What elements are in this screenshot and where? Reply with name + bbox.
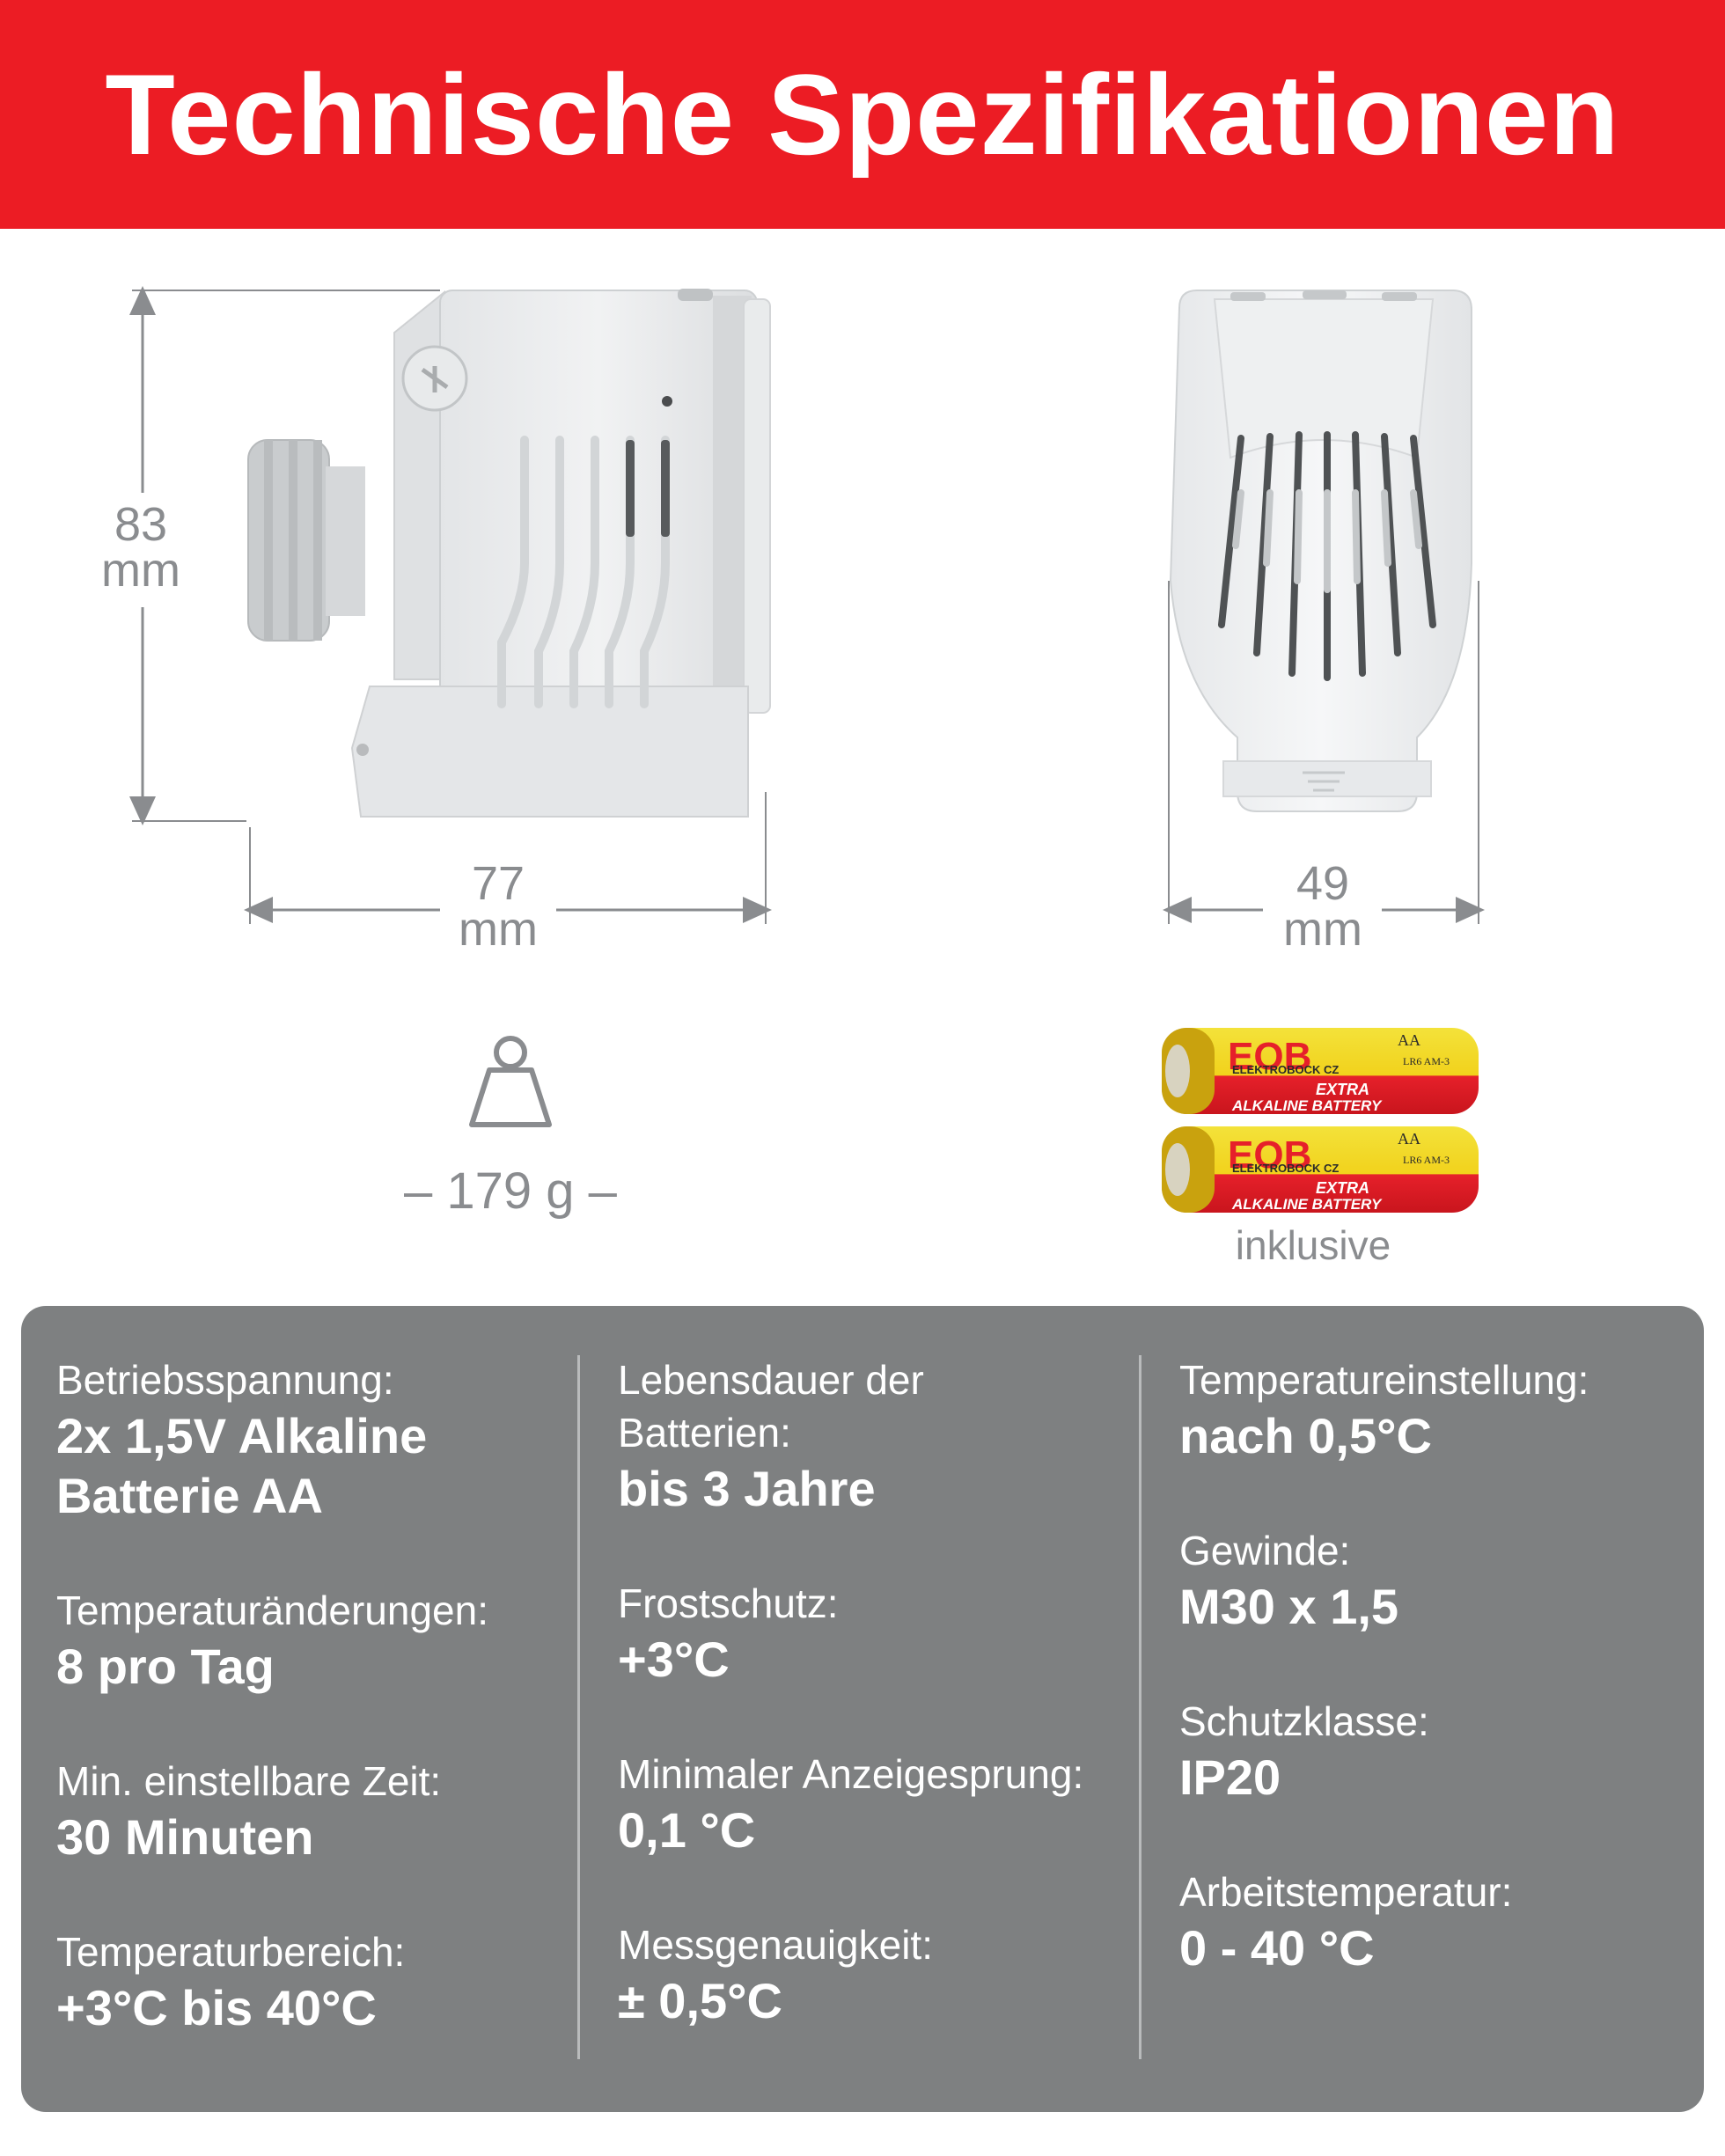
spec-item: Gewinde: M30 x 1,5 xyxy=(1179,1524,1681,1637)
spec-item: Lebensdauer der Batterien: bis 3 Jahre xyxy=(618,1353,1128,1519)
spec-label: Temperaturänderungen: xyxy=(56,1588,488,1633)
battery-type-sub: ALKALINE BATTERY xyxy=(1231,1097,1383,1114)
spec-label: Schutzklasse: xyxy=(1179,1698,1429,1744)
spec-item: Messgenauigkeit: ± 0,5°C xyxy=(618,1918,1128,2031)
spec-item: Temperatureinstellung: nach 0,5°C xyxy=(1179,1353,1681,1466)
spec-label: Temperatureinstellung: xyxy=(1179,1357,1589,1403)
spec-value: 2x 1,5V Alkaline xyxy=(56,1408,428,1463)
battery-code: LR6 AM-3 xyxy=(1403,1154,1450,1166)
spec-value: Batterie AA xyxy=(56,1468,323,1523)
weight-icon xyxy=(469,1036,552,1127)
thermostat-side-view xyxy=(247,289,771,818)
battery-maker: ELEKTROBOCK CZ xyxy=(1232,1162,1339,1175)
spec-value: 8 pro Tag xyxy=(56,1639,275,1694)
battery-maker: ELEKTROBOCK CZ xyxy=(1232,1063,1339,1076)
battery-size: AA xyxy=(1398,1130,1420,1148)
spec-value: nach 0,5°C xyxy=(1179,1408,1432,1463)
spec-item: Schutzklasse: IP20 xyxy=(1179,1695,1681,1808)
spec-label: Lebensdauer der xyxy=(618,1357,924,1403)
spec-item: Temperaturänderungen: 8 pro Tag xyxy=(56,1584,567,1697)
dimension-width-front-value: 49 xyxy=(1296,857,1350,910)
battery-size: AA xyxy=(1398,1031,1420,1049)
dimension-height-value: 83 xyxy=(114,498,168,551)
battery-type: EXTRA xyxy=(1316,1081,1369,1098)
specifications-panel: Betriebsspannung: 2x 1,5V Alkaline Batte… xyxy=(21,1306,1704,2112)
spec-value: bis 3 Jahre xyxy=(618,1461,876,1516)
header-banner: Technische Spezifikationen xyxy=(0,0,1725,229)
battery-brand: EOB xyxy=(1228,1133,1311,1177)
spec-value: IP20 xyxy=(1179,1749,1281,1805)
spec-item: Arbeitstemperatur: 0 - 40 °C xyxy=(1179,1866,1681,1978)
spec-item: Min. einstellbare Zeit: 30 Minuten xyxy=(56,1755,567,1867)
dimension-height: 83 mm xyxy=(88,498,194,597)
column-divider xyxy=(577,1355,580,2059)
product-drawings: EOB ELEKTROBOCK CZ AA LR6 AM-3 EXTRA ALK… xyxy=(129,286,1485,1213)
dimension-width-front-unit: mm xyxy=(1283,903,1362,956)
column-divider xyxy=(1139,1355,1141,2059)
spec-value: ± 0,5°C xyxy=(618,1973,782,2028)
spec-item: Temperaturbereich: +3°C bis 40°C xyxy=(56,1925,567,2038)
spec-item: Minimaler Anzeigesprung: 0,1 °C xyxy=(618,1748,1128,1860)
batteries-caption: inklusive xyxy=(1235,1222,1391,1268)
spec-label: Temperaturbereich: xyxy=(56,1929,406,1975)
spec-column-1: Betriebsspannung: 2x 1,5V Alkaline Batte… xyxy=(56,1353,567,2096)
spec-label: Batterien: xyxy=(618,1410,791,1456)
spec-label: Arbeitstemperatur: xyxy=(1179,1869,1513,1915)
weight-label: – 179 g – xyxy=(404,1162,617,1220)
spec-item: Betriebsspannung: 2x 1,5V Alkaline Batte… xyxy=(56,1353,567,1526)
page-title: Technische Spezifikationen xyxy=(105,50,1620,179)
spec-label: Messgenauigkeit: xyxy=(618,1922,933,1968)
dimension-width-side-value: 77 xyxy=(471,857,525,910)
dimension-height-unit: mm xyxy=(101,544,180,597)
spec-label: Gewinde: xyxy=(1179,1528,1351,1573)
spec-value: 30 Minuten xyxy=(56,1809,314,1865)
dimension-width-side-unit: mm xyxy=(459,903,538,956)
spec-column-3: Temperatureinstellung: nach 0,5°C Gewind… xyxy=(1179,1353,1681,2036)
spec-label: Betriebsspannung: xyxy=(56,1357,394,1403)
battery-type: EXTRA xyxy=(1316,1179,1369,1197)
dimension-lines-side xyxy=(129,286,772,924)
spec-value: M30 x 1,5 xyxy=(1179,1579,1399,1634)
spec-column-2: Lebensdauer der Batterien: bis 3 Jahre F… xyxy=(618,1353,1128,2089)
dimension-lines-front xyxy=(1163,581,1485,924)
spec-value: 0,1 °C xyxy=(618,1802,756,1858)
dimension-width-front: 49 mm xyxy=(1270,857,1376,956)
spec-value: +3°C xyxy=(618,1632,730,1687)
dimension-width-side: 77 mm xyxy=(445,857,551,956)
spec-label: Minimaler Anzeigesprung: xyxy=(618,1751,1084,1797)
thermostat-front-view xyxy=(1169,290,1472,812)
spec-value: +3°C bis 40°C xyxy=(56,1980,377,2035)
battery-brand: EOB xyxy=(1228,1035,1311,1078)
battery-code: LR6 AM-3 xyxy=(1403,1055,1450,1067)
spec-label: Frostschutz: xyxy=(618,1580,839,1626)
spec-item: Frostschutz: +3°C xyxy=(618,1577,1128,1690)
battery-1: EOB ELEKTROBOCK CZ AA LR6 AM-3 EXTRA ALK… xyxy=(1162,1028,1479,1114)
battery-type-sub: ALKALINE BATTERY xyxy=(1231,1196,1383,1213)
product-illustration-area: EOB ELEKTROBOCK CZ AA LR6 AM-3 EXTRA ALK… xyxy=(0,229,1725,1302)
spec-label: Min. einstellbare Zeit: xyxy=(56,1758,442,1804)
battery-2: EOB ELEKTROBOCK CZ AA LR6 AM-3 EXTRA ALK… xyxy=(1162,1126,1479,1213)
spec-value: 0 - 40 °C xyxy=(1179,1920,1375,1976)
